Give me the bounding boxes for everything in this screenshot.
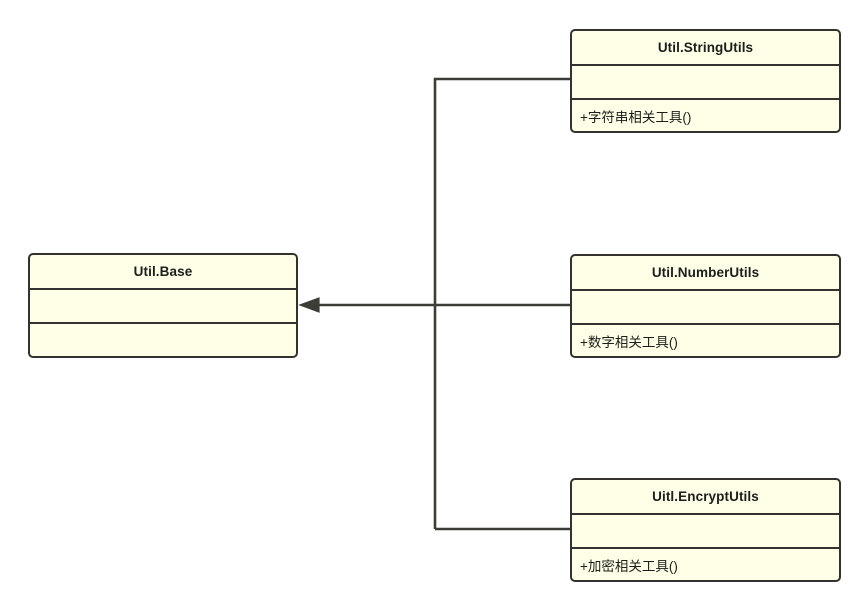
generalization-arrowhead-icon — [298, 297, 320, 313]
class-methods-util-base — [30, 322, 296, 356]
class-box-util-numberutils[interactable]: Util.NumberUtils +数字相关工具() — [570, 254, 841, 358]
class-attributes-util-numberutils — [572, 289, 839, 323]
class-title-util-numberutils: Util.NumberUtils — [651, 265, 760, 280]
class-title-uitl-encryptutils: Uitl.EncryptUtils — [652, 489, 759, 504]
class-box-util-stringutils[interactable]: Util.StringUtils +字符串相关工具() — [570, 29, 841, 133]
class-box-util-base[interactable]: Util.Base — [28, 253, 298, 358]
class-title-util-base: Util.Base — [133, 264, 193, 279]
class-methods-util-numberutils: +数字相关工具() — [572, 323, 839, 356]
class-methods-util-stringutils: +字符串相关工具() — [572, 98, 839, 131]
class-title-util-stringutils: Util.StringUtils — [657, 40, 754, 55]
class-box-uitl-encryptutils[interactable]: Uitl.EncryptUtils +加密相关工具() — [570, 478, 841, 582]
class-attributes-util-base — [30, 288, 296, 322]
class-attributes-util-stringutils — [572, 64, 839, 98]
class-methods-uitl-encryptutils: +加密相关工具() — [572, 547, 839, 580]
class-attributes-uitl-encryptutils — [572, 513, 839, 547]
edge-string-utils-to-base — [433, 77, 570, 529]
